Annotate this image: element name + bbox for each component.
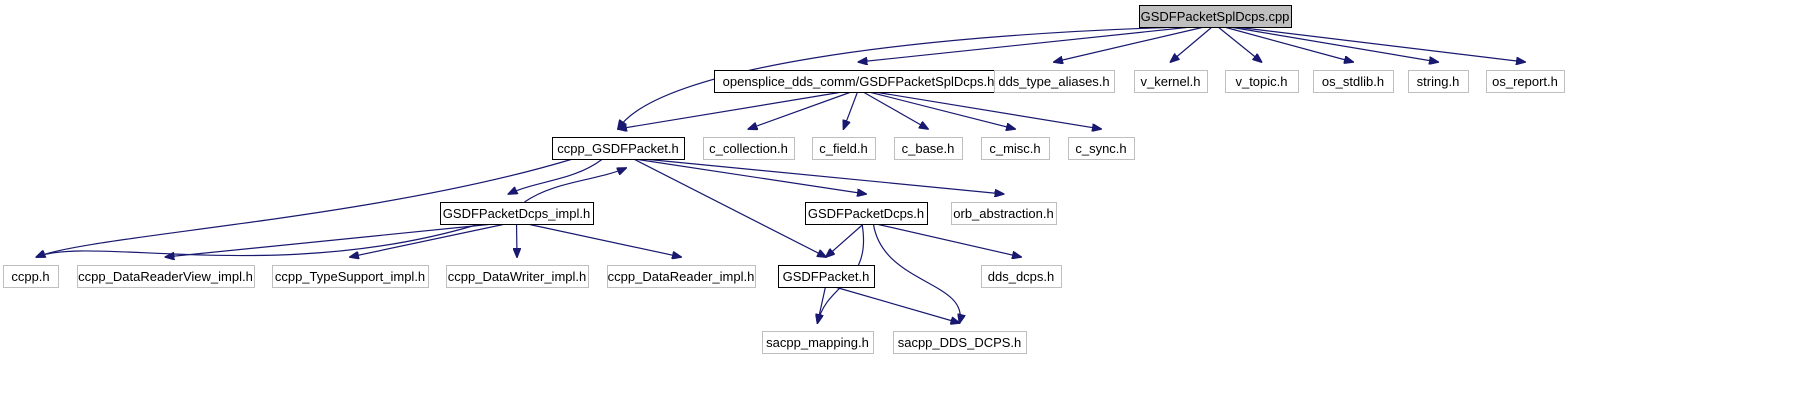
node-label: v_topic.h [1235, 74, 1287, 89]
edge-gsdf_h-to-sacpp_dcps [836, 286, 960, 324]
edge-ccpp_gsdf-to-gsdf_h [634, 158, 826, 258]
edge-ccpp_gsdf-to-dcps_h [637, 158, 866, 195]
edge-spl_h-to-c_sync [877, 91, 1101, 130]
edge-dcps_impl-to-ts_impl [350, 223, 504, 258]
edge-dcps_h-to-dds_dcps [878, 223, 1021, 258]
node-label: orb_abstraction.h [953, 206, 1053, 221]
node-label: ccpp_GSDFPacket.h [557, 141, 678, 156]
node-c-base-h: c_base.h [894, 137, 963, 160]
node-label: GSDFPacketDcps.h [808, 206, 924, 221]
node-v-kernel-h: v_kernel.h [1134, 70, 1208, 93]
node-os-report-h: os_report.h [1486, 70, 1565, 93]
edge-dcps_h-to-gsdf_h [826, 224, 864, 258]
edge-dcps_impl-to-ccpp_h [37, 223, 478, 258]
edge-root-to-os_stdlib [1225, 26, 1353, 63]
node-label: os_report.h [1492, 74, 1558, 89]
edge-spl_h-to-ccpp_gsdf [618, 91, 840, 130]
node-label: opensplice_dds_comm/GSDFPacketSplDcps.h [723, 74, 995, 89]
node-c-collection-h: c_collection.h [703, 137, 795, 160]
node-c-sync-h: c_sync.h [1068, 137, 1135, 160]
edge-ccpp_gsdf-to-dcps_impl [509, 159, 603, 195]
node-opensplice-gsdfpacketspldcps-h[interactable]: opensplice_dds_comm/GSDFPacketSplDcps.h [714, 70, 1004, 93]
node-label: c_sync.h [1075, 141, 1126, 156]
node-label: GSDFPacket.h [783, 269, 870, 284]
node-orb-abstraction-h: orb_abstraction.h [951, 202, 1057, 225]
node-ccpp-typesupport-impl-h: ccpp_TypeSupport_impl.h [272, 265, 429, 288]
node-gsdfpacketdcps-h[interactable]: GSDFPacketDcps.h [805, 202, 928, 225]
edge-root-to-string_h [1232, 26, 1438, 63]
edge-spl_h-to-c_base [863, 91, 928, 130]
node-label: sacpp_DDS_DCPS.h [898, 335, 1022, 350]
edge-spl_h-to-c_misc [870, 91, 1015, 130]
edge-dcps_h-to-sacpp_dcps [872, 224, 960, 324]
node-label: sacpp_mapping.h [766, 335, 869, 350]
node-label: c_field.h [819, 141, 867, 156]
node-label: ccpp.h [11, 269, 49, 284]
node-label: c_base.h [902, 141, 955, 156]
edge-dcps_impl-to-dr_impl [529, 223, 681, 258]
edge-dcps_impl-to-ccpp_gsdf [524, 168, 627, 203]
edge-dcps_impl-to-drv_impl [166, 223, 489, 258]
edge-root-to-dds_alias [1054, 26, 1203, 63]
node-v-topic-h: v_topic.h [1225, 70, 1299, 93]
node-label: string.h [1417, 74, 1460, 89]
node-gsdfpacketdcps-impl-h[interactable]: GSDFPacketDcps_impl.h [440, 202, 594, 225]
node-label: GSDFPacketDcps_impl.h [443, 206, 590, 221]
node-label: dds_dcps.h [988, 269, 1055, 284]
node-label: os_stdlib.h [1322, 74, 1384, 89]
node-ccpp-h: ccpp.h [3, 265, 59, 288]
node-label: GSDFPacketSplDcps.cpp [1141, 9, 1290, 24]
node-ccpp-datareaderview-impl-h: ccpp_DataReaderView_impl.h [77, 265, 255, 288]
node-ccpp-gsdfpacket-h[interactable]: ccpp_GSDFPacket.h [552, 137, 685, 160]
edge-root-to-os_report [1239, 26, 1525, 63]
node-sacpp-dds-dcps-h: sacpp_DDS_DCPS.h [893, 331, 1027, 354]
node-label: ccpp_TypeSupport_impl.h [275, 269, 425, 284]
node-gsdfpacketspldcps-cpp: GSDFPacketSplDcps.cpp [1139, 5, 1292, 28]
node-label: ccpp_DataReader_impl.h [608, 269, 755, 284]
node-label: c_collection.h [709, 141, 788, 156]
node-gsdfpacket-h[interactable]: GSDFPacket.h [778, 265, 875, 288]
node-label: ccpp_DataReaderView_impl.h [78, 269, 253, 284]
edge-root-to-ccpp_gsdf [618, 26, 1168, 130]
edge-spl_h-to-c_collection [749, 91, 850, 130]
node-c-misc-h: c_misc.h [981, 137, 1050, 160]
edge-root-to-v_topic [1218, 27, 1262, 63]
node-string-h: string.h [1408, 70, 1469, 93]
node-dds-type-aliases-h: dds_type_aliases.h [994, 70, 1115, 93]
node-label: v_kernel.h [1141, 74, 1201, 89]
edge-root-to-spl_h [859, 26, 1187, 63]
node-label: c_misc.h [989, 141, 1040, 156]
node-ccpp-datawriter-impl-h: ccpp_DataWriter_impl.h [446, 265, 589, 288]
node-label: ccpp_DataWriter_impl.h [448, 269, 586, 284]
node-os-stdlib-h: os_stdlib.h [1313, 70, 1394, 93]
node-ccpp-datareader-impl-h: ccpp_DataReader_impl.h [607, 265, 756, 288]
nodes-layer: GSDFPacketSplDcps.cpp opensplice_dds_com… [3, 5, 1565, 354]
edge-ccpp_gsdf-to-orb_abs [648, 158, 1004, 195]
node-c-field-h: c_field.h [812, 137, 876, 160]
edge-ccpp_gsdf-to-ccpp_h [37, 158, 572, 258]
node-sacpp-mapping-h: sacpp_mapping.h [762, 331, 874, 354]
edge-gsdf_h-to-sacpp_map [818, 287, 826, 324]
edge-spl_h-to-c_field [844, 92, 858, 130]
edges-layer [37, 26, 1526, 324]
edge-root-to-v_kernel [1171, 27, 1212, 63]
node-label: dds_type_aliases.h [998, 74, 1109, 89]
node-dds-dcps-h: dds_dcps.h [981, 265, 1062, 288]
